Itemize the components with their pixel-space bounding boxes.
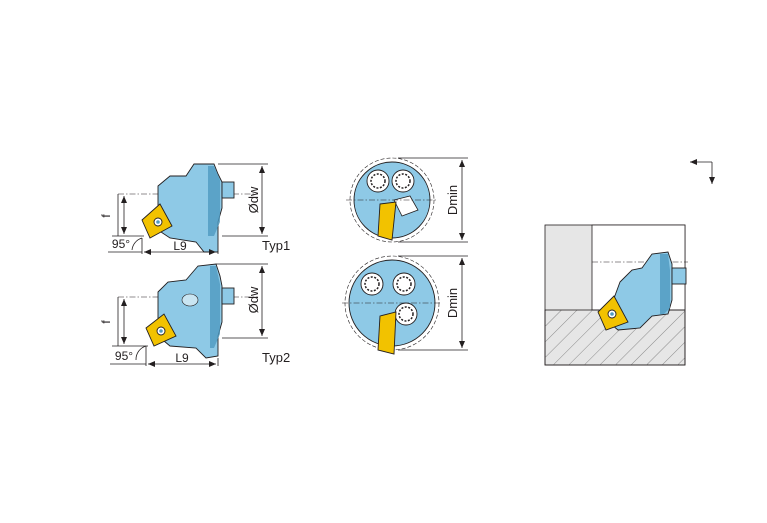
typ1-body-shade [208, 166, 220, 236]
typ1-type-label: Typ1 [262, 238, 290, 253]
typ1-tool-body [157, 163, 223, 253]
application-view [544, 224, 688, 366]
lower-insert [377, 311, 397, 355]
front-view-upper: Dmin [346, 157, 468, 243]
typ2-coolant-port [181, 293, 199, 307]
upper-dmin-label: Dmin [445, 185, 460, 215]
typ2-shank [221, 287, 235, 305]
upper-insert [377, 201, 397, 241]
typ1-shank [221, 181, 235, 199]
typ2-body-shade [210, 266, 220, 348]
typ1-length-label: L9 [173, 239, 187, 253]
lower-hole-2 [392, 272, 416, 296]
upper-notch [393, 195, 419, 217]
upper-hole-1 [366, 169, 390, 193]
app-tool-body [605, 251, 673, 331]
feed-direction-arrow-icon [690, 159, 715, 184]
front-view-lower: Dmin [342, 255, 468, 355]
app-shank [671, 267, 687, 285]
typ2-side-view: Ødw f L9 95° Typ2 [99, 263, 290, 367]
typ2-offset-label: f [99, 320, 113, 324]
typ2-type-label: Typ2 [262, 350, 290, 365]
typ1-side-view: Ødw f L9 95° Typ1 [99, 163, 290, 255]
upper-hole-2 [391, 169, 415, 193]
typ2-angle-label: 95° [115, 349, 133, 363]
typ1-offset-label: f [99, 214, 113, 218]
typ1-angle-label: 95° [112, 237, 130, 251]
lower-dmin-label: Dmin [445, 288, 460, 318]
lower-hole-1 [360, 272, 384, 296]
typ2-diameter-label: Ødw [246, 286, 261, 313]
typ2-length-label: L9 [175, 351, 189, 365]
typ1-diameter-label: Ødw [246, 186, 261, 213]
